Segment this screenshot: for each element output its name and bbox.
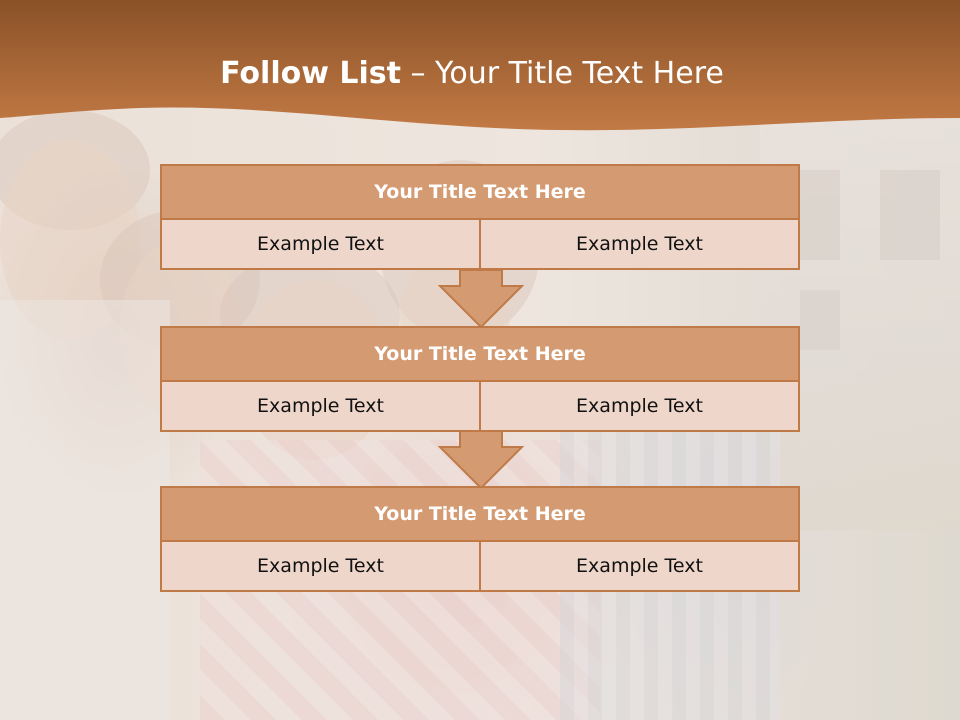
cell-left: Example Text	[257, 555, 384, 577]
list-block-1: Your Title Text Here Example Text Exampl…	[160, 164, 800, 270]
cell-right: Example Text	[479, 542, 798, 590]
list-block-2: Your Title Text Here Example Text Exampl…	[160, 326, 800, 432]
page-title: Follow List – Your Title Text Here	[0, 56, 944, 91]
cell-left: Example Text	[257, 395, 384, 417]
block-row: Example Text Example Text	[160, 220, 800, 270]
cell-right: Example Text	[479, 220, 798, 268]
header-banner	[0, 0, 960, 131]
block-row: Example Text Example Text	[160, 542, 800, 592]
cell-right: Example Text	[479, 382, 798, 430]
down-arrow-icon	[438, 431, 524, 489]
block-title: Your Title Text Here	[160, 486, 800, 542]
cell-left: Example Text	[257, 233, 384, 255]
block-title: Your Title Text Here	[160, 326, 800, 382]
title-bold: Follow List	[220, 56, 401, 91]
title-rest: – Your Title Text Here	[400, 56, 724, 91]
block-row: Example Text Example Text	[160, 382, 800, 432]
down-arrow-icon	[438, 270, 524, 328]
block-title: Your Title Text Here	[160, 164, 800, 220]
list-block-3: Your Title Text Here Example Text Exampl…	[160, 486, 800, 592]
